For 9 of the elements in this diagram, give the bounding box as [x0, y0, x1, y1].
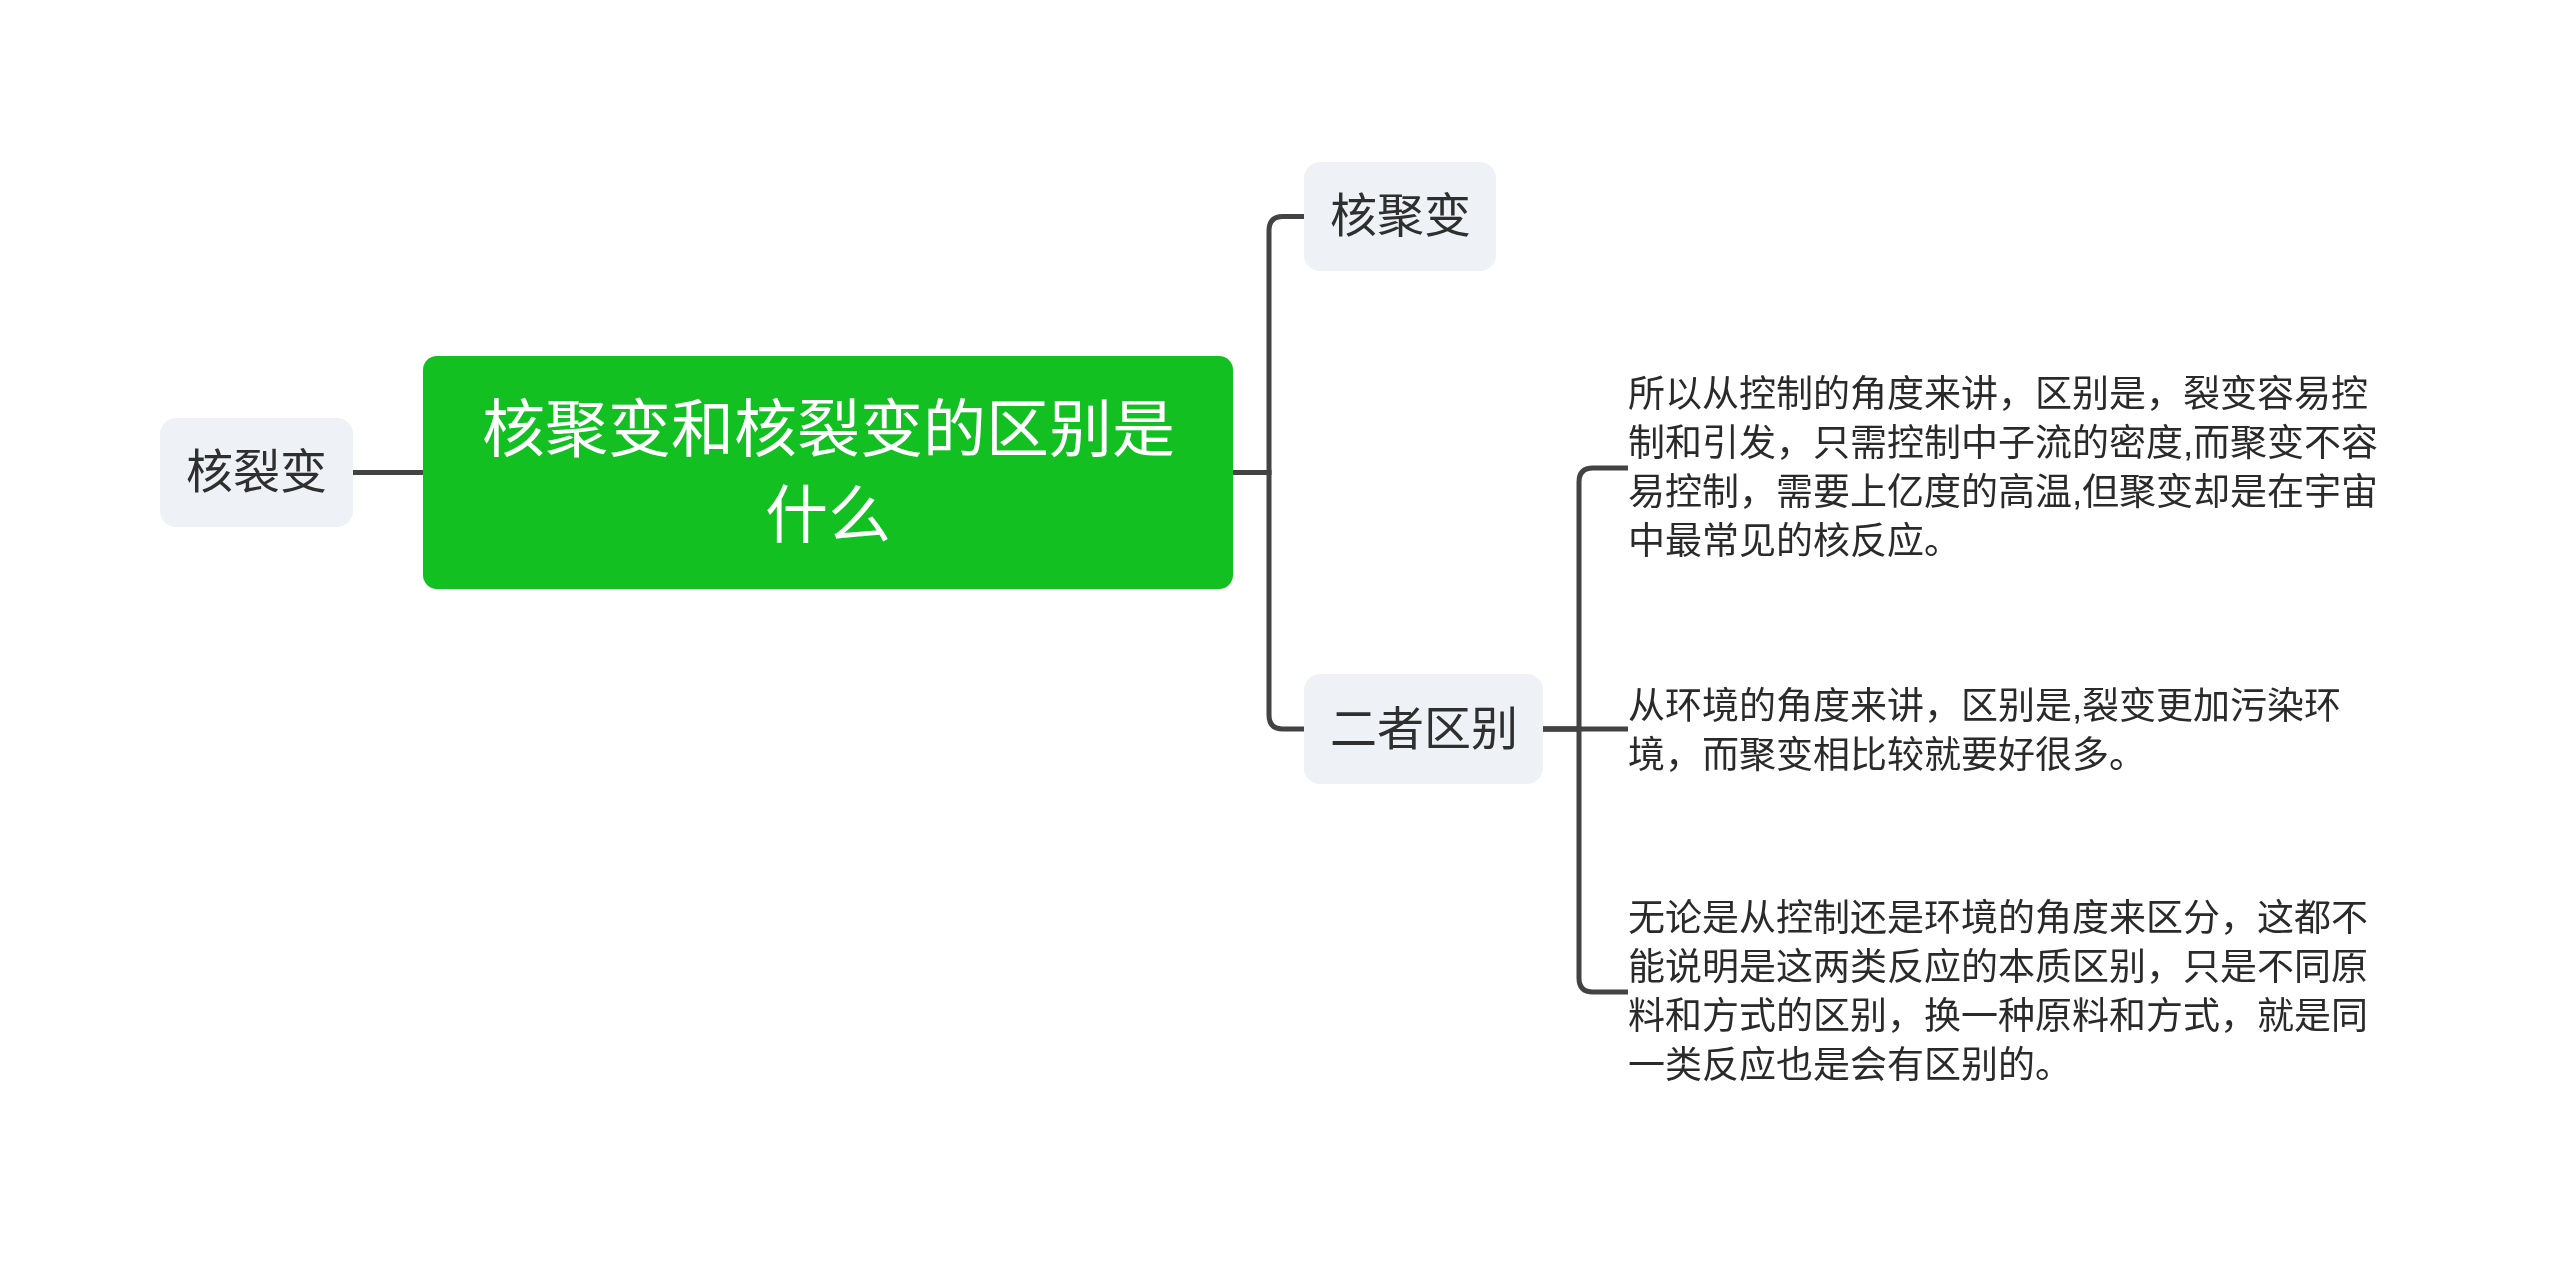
topic-box: 核裂变 — [160, 418, 353, 527]
connector-line — [353, 470, 423, 475]
note-text: 所以从控制的角度来讲，区别是，裂变容易控制和引发，只需控制中子流的密度,而聚变不容易控制，需要上亿度的高温,但聚变却是在宇宙中最常见的核反应。 — [1628, 370, 2388, 566]
topic-box: 二者区别 — [1304, 674, 1543, 784]
topic-box: 核聚变 — [1304, 162, 1496, 271]
connector-line — [1543, 726, 1628, 995]
note-text: 无论是从控制还是环境的角度来区分，这都不能说明是这两类反应的本质区别，只是不同原料和方式的区别，换一种原料和方式，就是同一类反应也是会有区别的。 — [1628, 894, 2388, 1090]
note-text: 从环境的角度来讲，区别是,裂变更加污染环境，而聚变相比较就要好很多。 — [1628, 682, 2388, 780]
central-topic-box: 核聚变和核裂变的区别是什么 — [423, 356, 1233, 589]
